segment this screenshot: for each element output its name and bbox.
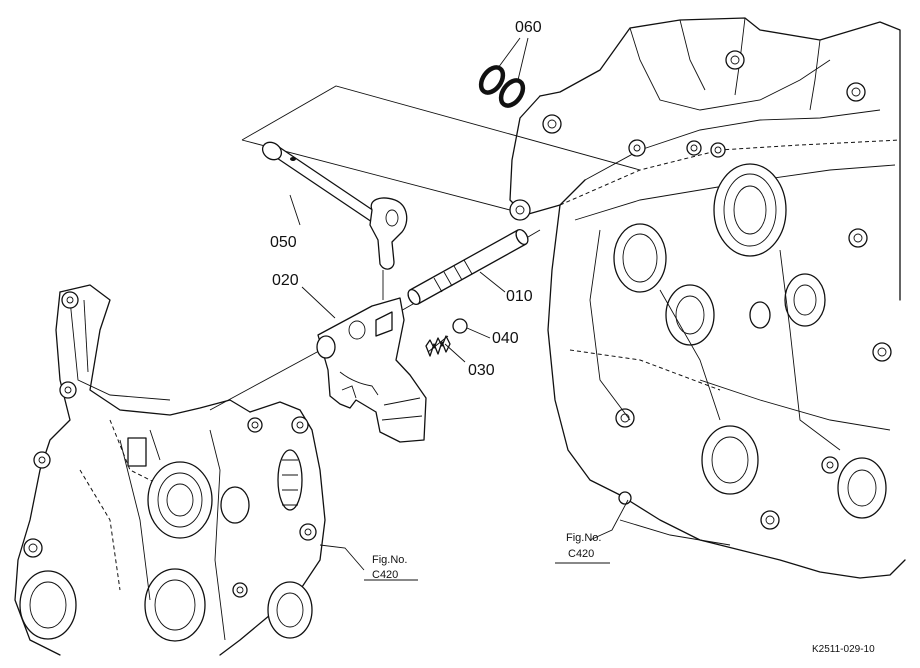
ball-040 bbox=[452, 318, 468, 334]
right-housing bbox=[509, 17, 906, 579]
leader-lines bbox=[289, 37, 629, 581]
fig-ref-left-number: C420 bbox=[372, 569, 398, 581]
label-030: 030 bbox=[468, 362, 495, 379]
shift-arm-050 bbox=[261, 141, 408, 270]
drawing-code: K2511-029-10 bbox=[812, 644, 875, 655]
label-060: 060 bbox=[515, 19, 542, 36]
label-020: 020 bbox=[272, 272, 299, 289]
left-housing bbox=[14, 284, 326, 656]
shift-rod-010 bbox=[407, 228, 529, 306]
label-040: 040 bbox=[492, 330, 519, 347]
label-050: 050 bbox=[270, 234, 297, 251]
shift-fork-020 bbox=[316, 297, 427, 443]
o-rings-060 bbox=[478, 65, 526, 108]
label-010: 010 bbox=[506, 288, 533, 305]
fig-ref-left-title: Fig.No. bbox=[372, 554, 407, 566]
fig-ref-right-number: C420 bbox=[568, 548, 594, 560]
spring-030 bbox=[425, 335, 451, 357]
fig-ref-right-title: Fig.No. bbox=[566, 532, 601, 544]
